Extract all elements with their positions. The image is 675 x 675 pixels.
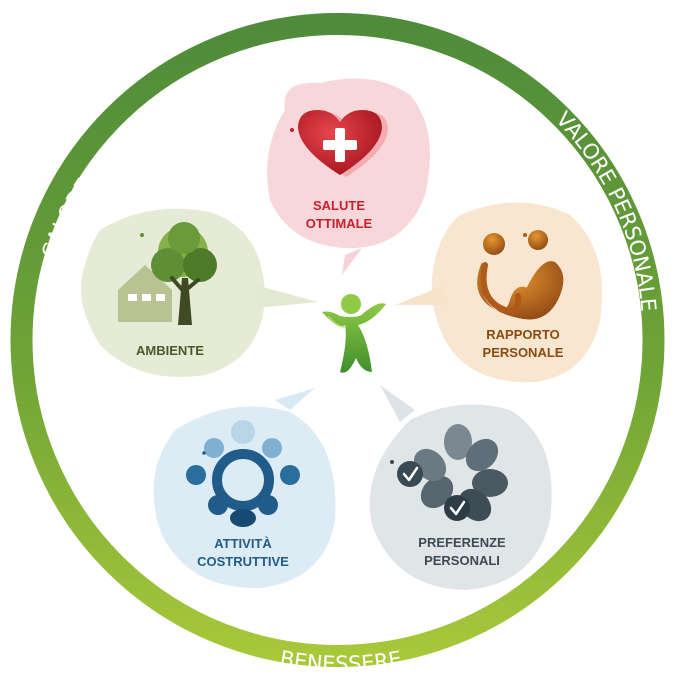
- rapporto-label-line2: PERSONALE: [483, 345, 564, 360]
- person-figure-icon: [322, 294, 386, 373]
- attivita-label-line1: ATTIVITÀ: [214, 536, 272, 551]
- node-preferenze-personali: PREFERENZE PERSONALI: [369, 385, 552, 590]
- petal-checkmarks-icon: [390, 424, 508, 522]
- preferenze-label-line1: PREFERENZE: [418, 535, 506, 550]
- house-tree-icon: [118, 222, 217, 325]
- node-rapporto-personale: RAPPORTO PERSONALE: [395, 202, 602, 383]
- rapporto-label-line1: RAPPORTO: [486, 327, 559, 342]
- outer-ring: [10, 13, 665, 667]
- people-circle-icon: [186, 420, 300, 527]
- salute-label-line1: SALUTE: [313, 198, 365, 213]
- node-ambiente: AMBIENTE: [80, 208, 318, 377]
- salute-label-line2: OTTIMALE: [306, 216, 373, 231]
- node-salute-ottimale: SALUTE OTTIMALE: [267, 78, 430, 275]
- medical-heart-icon: [290, 110, 388, 177]
- ambiente-label: AMBIENTE: [136, 343, 204, 358]
- attivita-label-line2: COSTRUTTIVE: [197, 554, 289, 569]
- people-embrace-icon: [477, 230, 564, 320]
- preferenze-label-line2: PERSONALI: [424, 553, 500, 568]
- node-attivita-costruttive: ATTIVITÀ COSTRUTTIVE: [153, 388, 336, 589]
